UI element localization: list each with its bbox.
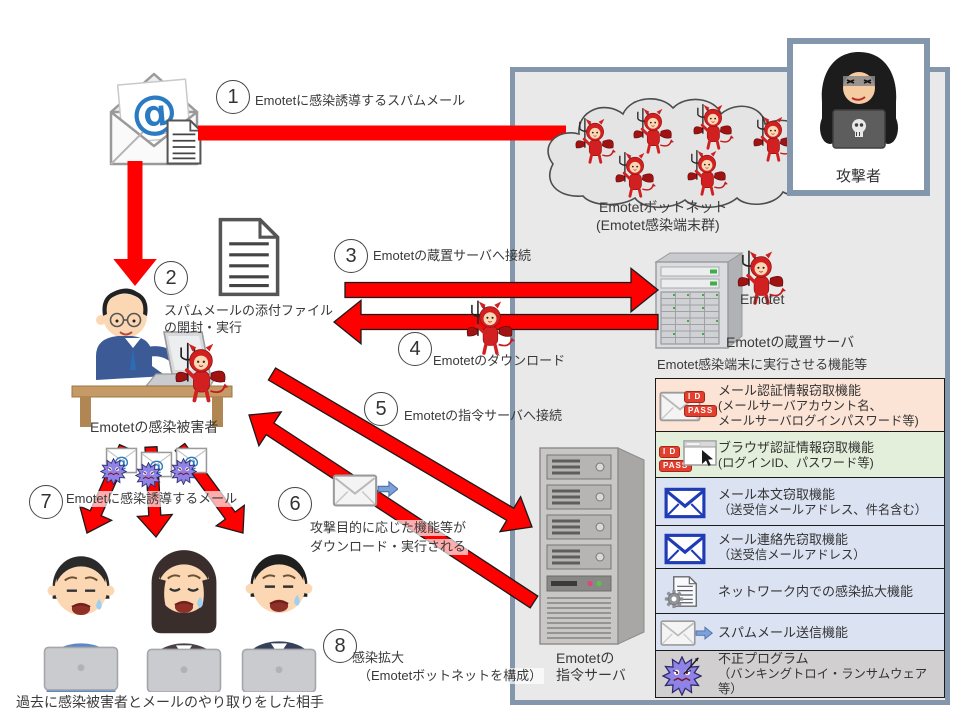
network-spread-icon <box>656 569 718 615</box>
step-4-label: Emotetのダウンロード <box>433 353 566 368</box>
feature-network-spread: ネットワーク内での感染拡大機能 <box>655 568 945 616</box>
infected-mail-icon <box>100 447 138 485</box>
step-5-label: Emotetの指令サーバへ接続 <box>404 408 563 423</box>
attacker-icon <box>819 52 898 149</box>
feature-desc: メールサーバログインパスワード等) <box>718 414 919 429</box>
spam-send-icon <box>656 614 718 652</box>
step-6-label-1: 攻撃目的に応じた機能等が <box>308 520 469 537</box>
command-server-label-2: 指令サーバ <box>556 667 626 683</box>
feature-title: メール認証情報窃取機能 <box>718 382 862 398</box>
feature-browser-credential: I D PASS ブラウザ認証情報窃取機能 (ログインID、パスワード等) <box>655 431 945 480</box>
mail-contact-steal-icon <box>656 526 718 570</box>
infected-mail-icon <box>135 451 173 489</box>
victim-label: Emotetの感染被害者 <box>90 419 219 435</box>
feature-desc: (メールサーバアカウント名、 <box>718 398 882 413</box>
infected-mail-icon <box>170 447 208 485</box>
feature-spam-send: スパムメール送信機能 <box>655 613 945 653</box>
malware-icon <box>656 651 718 697</box>
feature-malware: 不正プログラム （バンキングトロイ・ランサムウェア等） <box>655 650 945 698</box>
feature-desc: （バンキングトロイ・ランサムウェア等） <box>718 666 928 697</box>
attacker-label: 攻撃者 <box>835 168 881 185</box>
command-server-label-1: Emotetの <box>556 650 615 666</box>
recipients-caption: 過去に感染被害者とメールのやり取りをした相手 <box>16 694 324 710</box>
feature-title: ネットワーク内での感染拡大機能 <box>718 583 914 599</box>
feature-title: 不正プログラム <box>718 650 809 666</box>
step-7-label: Emotetに感染誘導するメール <box>64 491 240 508</box>
feature-desc: （送受信メールアドレス、件名含む） <box>718 502 928 517</box>
mail-body-steal-icon <box>656 478 718 527</box>
botnet-label: Emotetボットネット <box>599 199 728 215</box>
step-7-circle: 7 <box>29 485 63 519</box>
crying-recipient-icon <box>43 556 119 692</box>
step-2-label-2: の開封・実行 <box>164 320 243 335</box>
step-3-label: Emotetの蔵置サーバへ接続 <box>373 248 532 263</box>
mail-credential-steal-icon: I D PASS <box>656 379 718 433</box>
crying-recipient-icon <box>241 554 317 692</box>
emotet-label: Emotet <box>740 291 785 307</box>
feature-title: ブラウザ認証情報窃取機能 <box>718 439 875 455</box>
step-3-circle: 3 <box>334 239 368 273</box>
step-1-label: Emotetに感染誘導するスパムメール <box>255 93 466 108</box>
function-download-icon <box>332 474 398 507</box>
step-8-label-1: 感染拡大 <box>352 650 405 665</box>
step-1-circle: 1 <box>216 80 250 114</box>
feature-desc: （送受信メールアドレス） <box>718 548 866 563</box>
features-heading: Emotet感染端末に実行させる機能等 <box>657 357 868 372</box>
feature-mail-contact: メール連絡先窃取機能 （送受信メールアドレス） <box>655 525 945 571</box>
step-5-circle: 5 <box>364 392 398 426</box>
step-6-circle: 6 <box>278 487 312 521</box>
devil-on-desk-icon <box>174 340 230 403</box>
feature-title: スパムメール送信機能 <box>718 624 849 640</box>
step-8-circle: 8 <box>323 629 357 663</box>
command-server-icon <box>539 447 645 645</box>
botnet-cloud <box>547 98 841 209</box>
step-6-label-2: ダウンロード・実行される <box>308 539 469 556</box>
step-2-label-1: スパムメールの添付ファイル <box>164 303 334 318</box>
devil-on-arrow-icon <box>465 298 516 355</box>
pass-badge: PASS <box>684 405 718 417</box>
id-badge: I D <box>684 391 706 403</box>
feature-mail-body: メール本文窃取機能 （送受信メールアドレス、件名含む） <box>655 477 945 528</box>
feature-title: メール本文窃取機能 <box>718 486 836 502</box>
botnet-sublabel: (Emotet感染端末群) <box>596 217 720 233</box>
attacker-box: 攻撃者 <box>787 38 930 196</box>
step-2-circle: 2 <box>154 261 188 295</box>
step-4-circle: 4 <box>398 332 432 366</box>
step-8-label-2: （Emotetボットネットを構成） <box>356 668 545 685</box>
id-badge: I D <box>659 446 681 458</box>
spam-email-at-icon: @ <box>109 72 202 166</box>
feature-desc: (ログインID、パスワード等) <box>718 455 874 470</box>
feature-mail-credential: I D PASS メール認証情報窃取機能 (メールサーバアカウント名、 メールサ… <box>655 378 945 434</box>
storage-server-label: Emotetの蔵置サーバ <box>726 334 855 350</box>
storage-server-icon <box>654 252 744 350</box>
crying-recipient-icon <box>146 550 222 692</box>
browser-credential-steal-icon: I D PASS <box>656 432 718 479</box>
feature-title: メール連絡先窃取機能 <box>718 532 849 548</box>
